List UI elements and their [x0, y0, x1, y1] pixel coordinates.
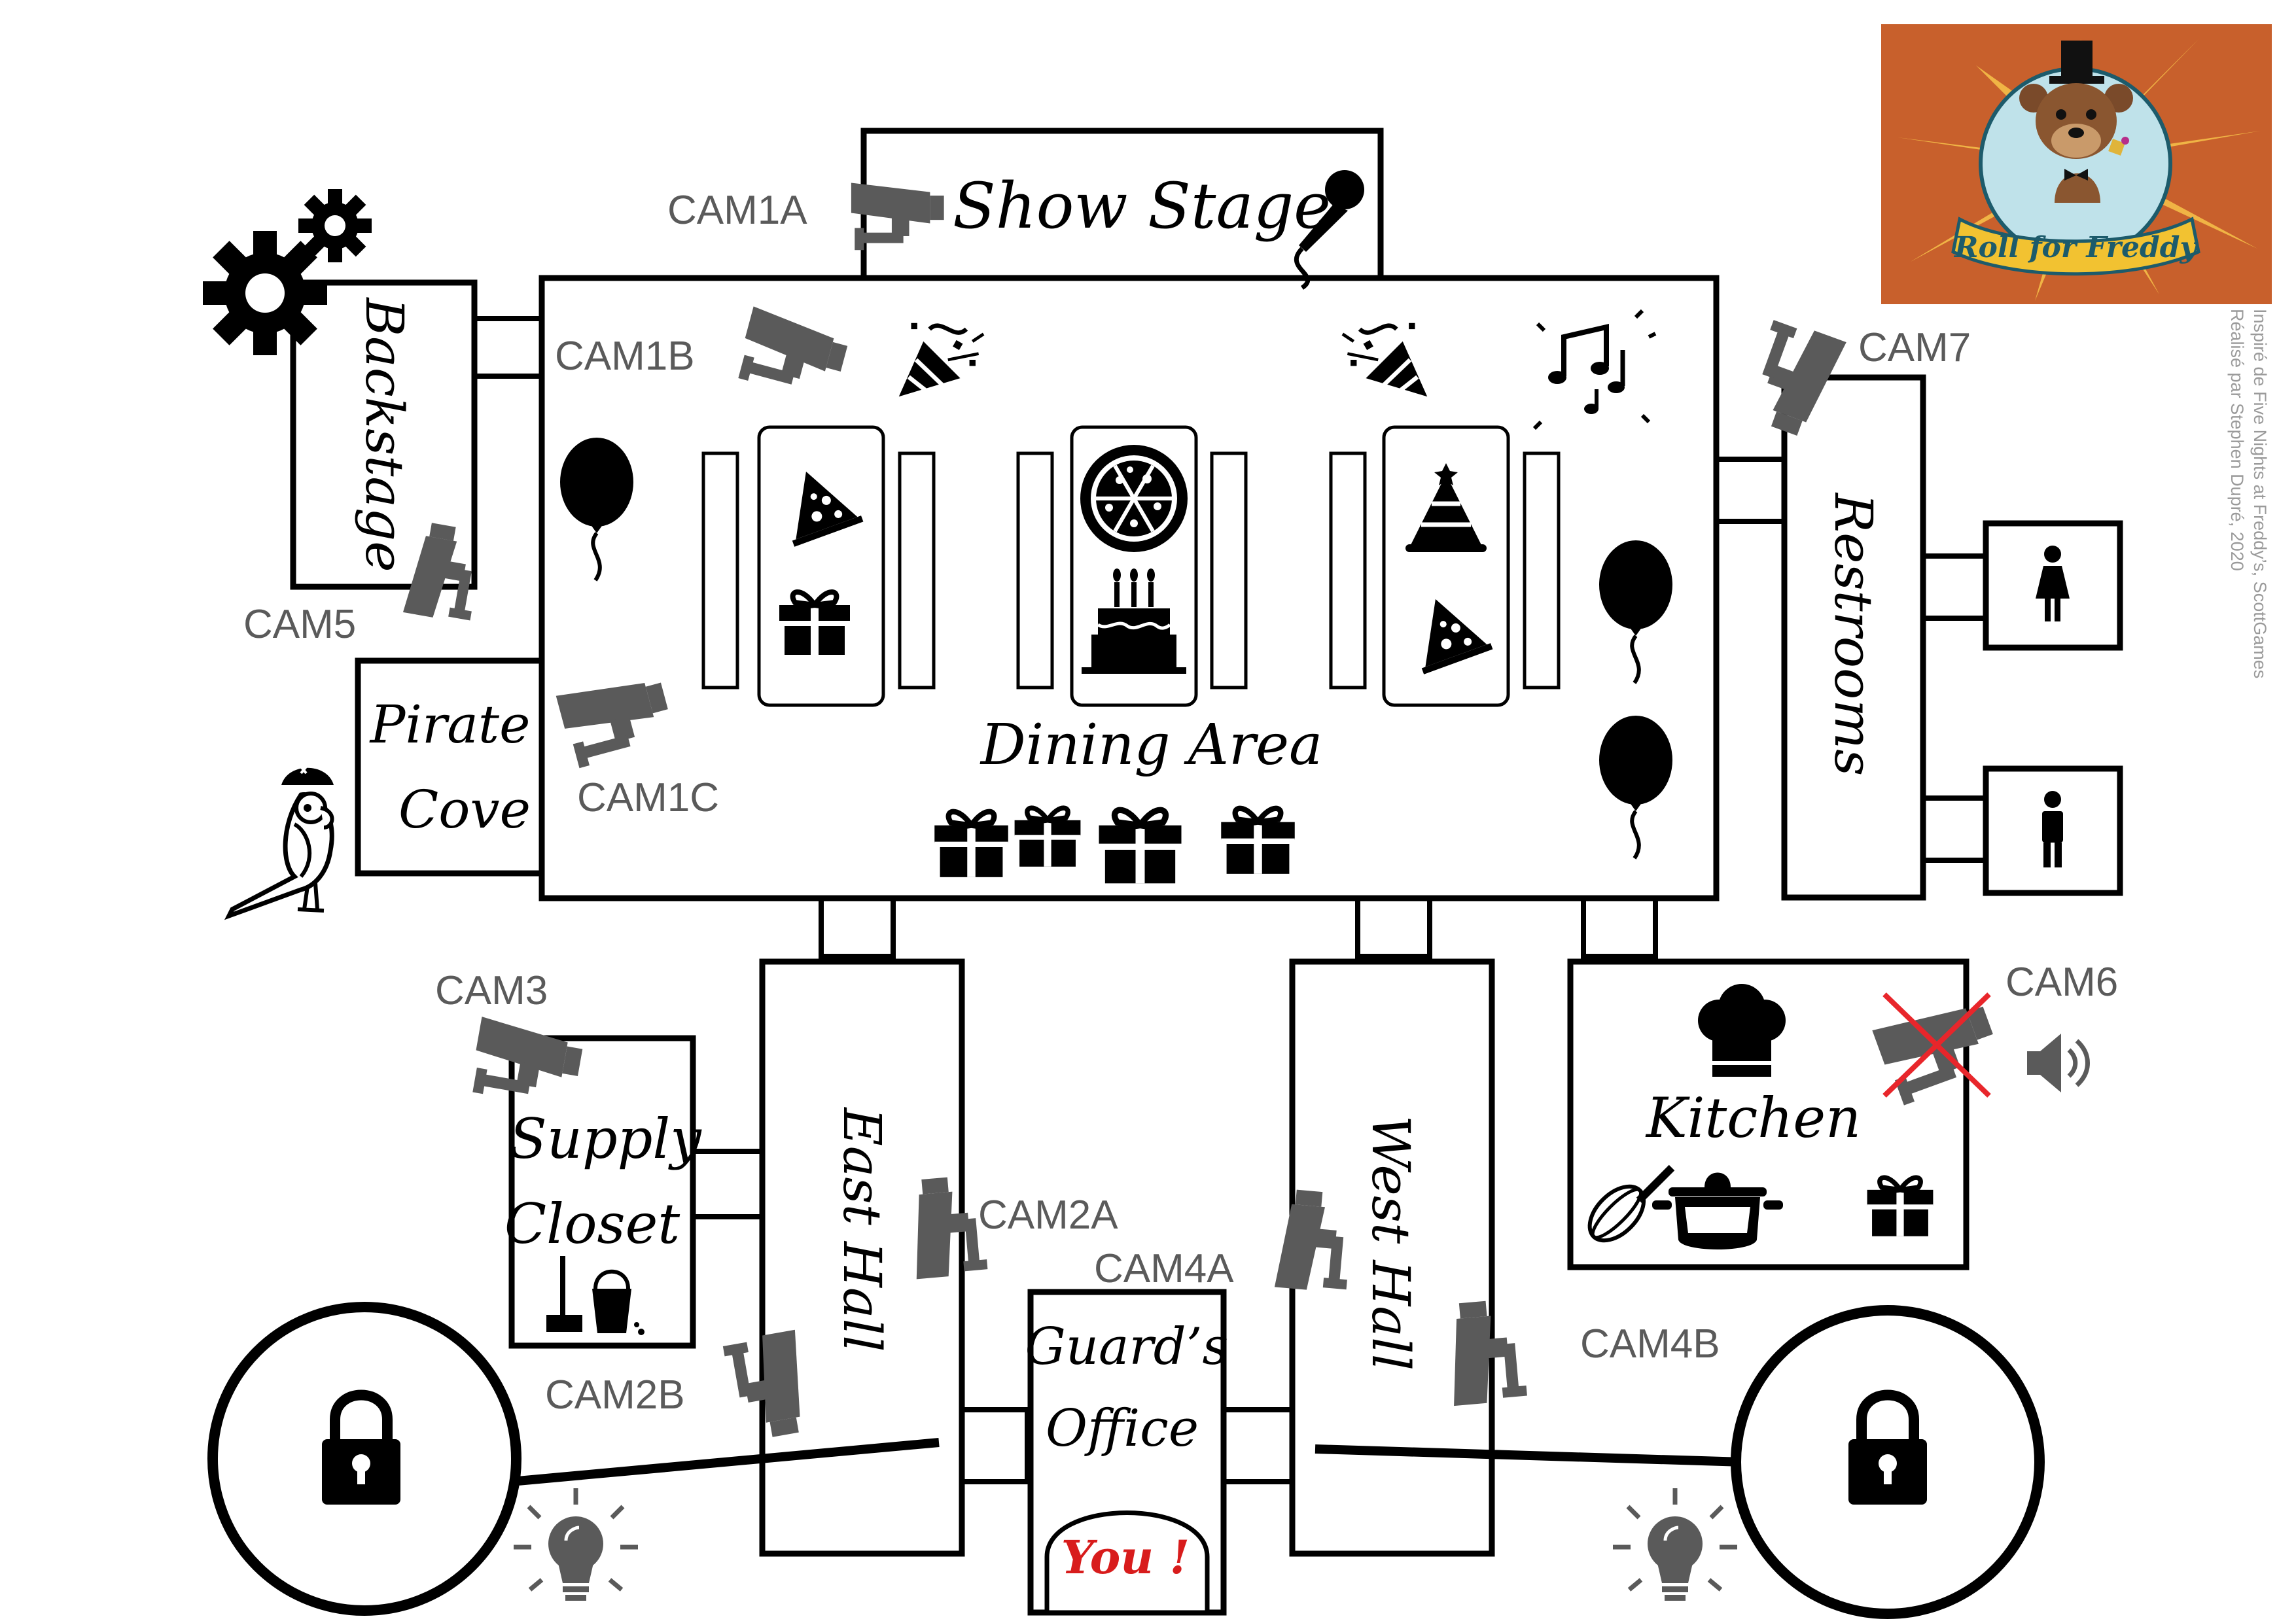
cam3-label[interactable]: CAM3 [435, 968, 548, 1013]
you-label: You ! [1061, 1530, 1190, 1584]
backstage-label: Backstage [354, 296, 415, 572]
music-notes-icon [1532, 309, 1657, 430]
gear-icon [298, 189, 372, 262]
restroom-woman-icon [2036, 546, 2070, 621]
cam4a-label[interactable]: CAM4A [1094, 1246, 1234, 1291]
supply-closet-label-line2: Closet [504, 1192, 680, 1256]
pot-icon [1652, 1172, 1783, 1249]
east-hall-label: East Hall [832, 1106, 892, 1352]
cam5-label[interactable]: CAM5 [243, 602, 356, 647]
restroom-man-icon [2042, 791, 2063, 867]
west-hall-label: West Hall [1360, 1115, 1421, 1370]
restrooms-label: Restrooms [1823, 492, 1884, 776]
lightbulb-icon[interactable] [514, 1488, 638, 1601]
cam4b-label[interactable]: CAM4B [1580, 1321, 1720, 1367]
chef-hat-icon [1698, 984, 1786, 1077]
party-hat-icon [1405, 463, 1487, 552]
roll-for-freddy-logo: Roll for Freddy [1881, 24, 2272, 304]
cam1c-label[interactable]: CAM1C [577, 775, 719, 820]
right-door-line [1315, 1444, 1744, 1467]
birthday-cake-icon [1082, 568, 1186, 674]
camera-disabled-cross [1882, 992, 1991, 1098]
logo-text: Roll for Freddy [1953, 231, 2199, 264]
cam2b-label[interactable]: CAM2B [545, 1372, 685, 1418]
cam1b-label[interactable]: CAM1B [555, 334, 695, 379]
kitchen-label: Kitchen [1645, 1086, 1861, 1150]
guards-office-label-line2: Office [1046, 1399, 1199, 1458]
microphone-icon [1294, 170, 1364, 290]
restroom-women-room[interactable] [1983, 520, 2123, 651]
freddy-bear-figure [2019, 41, 2133, 203]
lightbulb-icon[interactable] [1613, 1488, 1737, 1601]
cam1a-label[interactable]: CAM1A [667, 188, 807, 233]
show-stage-label: Show Stage [953, 169, 1331, 243]
mop-bucket-icon [546, 1256, 645, 1335]
camera-cam6[interactable] [1872, 992, 2005, 1107]
supply-closet-label-line1: Supply [509, 1107, 702, 1171]
credit-line-1: Inspiré de Five Nights at Freddy’s, Scot… [2250, 309, 2270, 678]
speaker-icon [2027, 1034, 2090, 1092]
guards-office-label-line1: Guard’s [1025, 1318, 1228, 1376]
cam6-label[interactable]: CAM6 [2005, 960, 2118, 1005]
pirate-cove-label-line2: Cove [398, 779, 531, 840]
restrooms-room[interactable] [1781, 374, 1926, 901]
whisk-icon [1587, 1164, 1675, 1243]
dining-area-label: Dining Area [980, 712, 1323, 778]
you-bubble [1044, 1510, 1210, 1615]
cam2a-label[interactable]: CAM2A [978, 1193, 1118, 1238]
lock-icon[interactable] [1848, 1389, 1927, 1505]
parrot-icon [224, 765, 334, 920]
show-stage-room[interactable] [860, 128, 1384, 281]
gear-icon [203, 231, 327, 355]
lock-icon[interactable] [322, 1389, 400, 1505]
pirate-cove-label-line1: Pirate [369, 694, 531, 755]
pirate-cove-room[interactable] [355, 657, 545, 877]
pizza-icon [1080, 445, 1188, 552]
credit-line-2: Réalisé par Stephen Dupré, 2020 [2227, 309, 2247, 571]
left-door-line [510, 1438, 940, 1486]
cam7-label[interactable]: CAM7 [1858, 325, 1971, 370]
